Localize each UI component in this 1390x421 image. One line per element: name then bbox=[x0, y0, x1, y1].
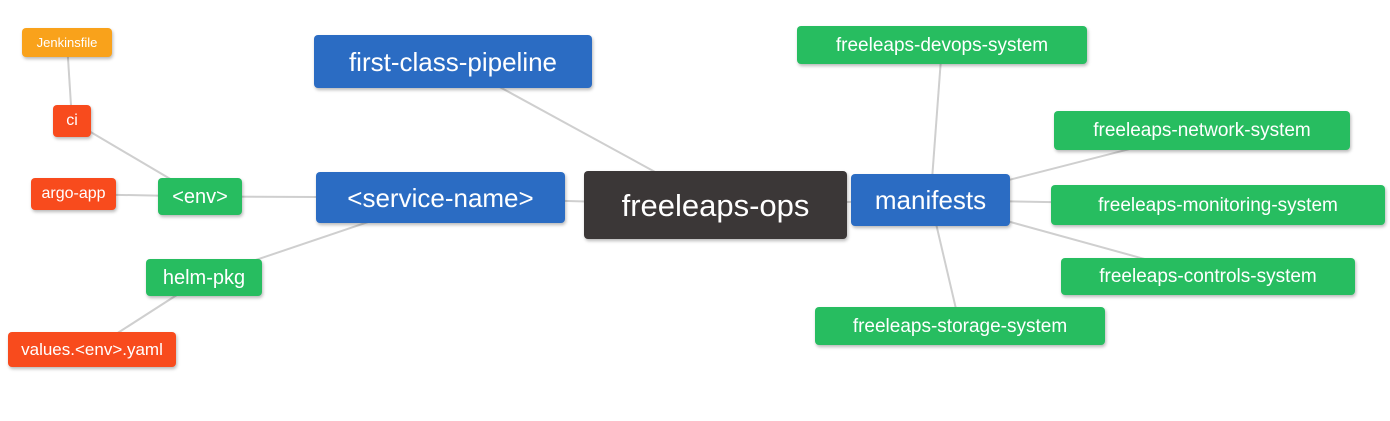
node-manifests[interactable]: manifests bbox=[851, 174, 1010, 226]
node-first-class-pipeline[interactable]: first-class-pipeline bbox=[314, 35, 592, 88]
node-values-env-yaml[interactable]: values.<env>.yaml bbox=[8, 332, 176, 367]
node-env[interactable]: <env> bbox=[158, 178, 242, 215]
node-argo-app[interactable]: argo-app bbox=[31, 178, 116, 210]
node-ci[interactable]: ci bbox=[53, 105, 91, 137]
node-freeleaps-ops[interactable]: freeleaps-ops bbox=[584, 171, 847, 239]
node-freeleaps-monitoring-system[interactable]: freeleaps-monitoring-system bbox=[1051, 185, 1385, 225]
node-freeleaps-storage-system[interactable]: freeleaps-storage-system bbox=[815, 307, 1105, 345]
node-freeleaps-network-system[interactable]: freeleaps-network-system bbox=[1054, 111, 1350, 150]
node-helm-pkg[interactable]: helm-pkg bbox=[146, 259, 262, 296]
node-freeleaps-controls-system[interactable]: freeleaps-controls-system bbox=[1061, 258, 1355, 295]
node-freeleaps-devops-system[interactable]: freeleaps-devops-system bbox=[797, 26, 1087, 64]
node-jenkinsfile[interactable]: Jenkinsfile bbox=[22, 28, 112, 57]
node-service-name[interactable]: <service-name> bbox=[316, 172, 565, 223]
